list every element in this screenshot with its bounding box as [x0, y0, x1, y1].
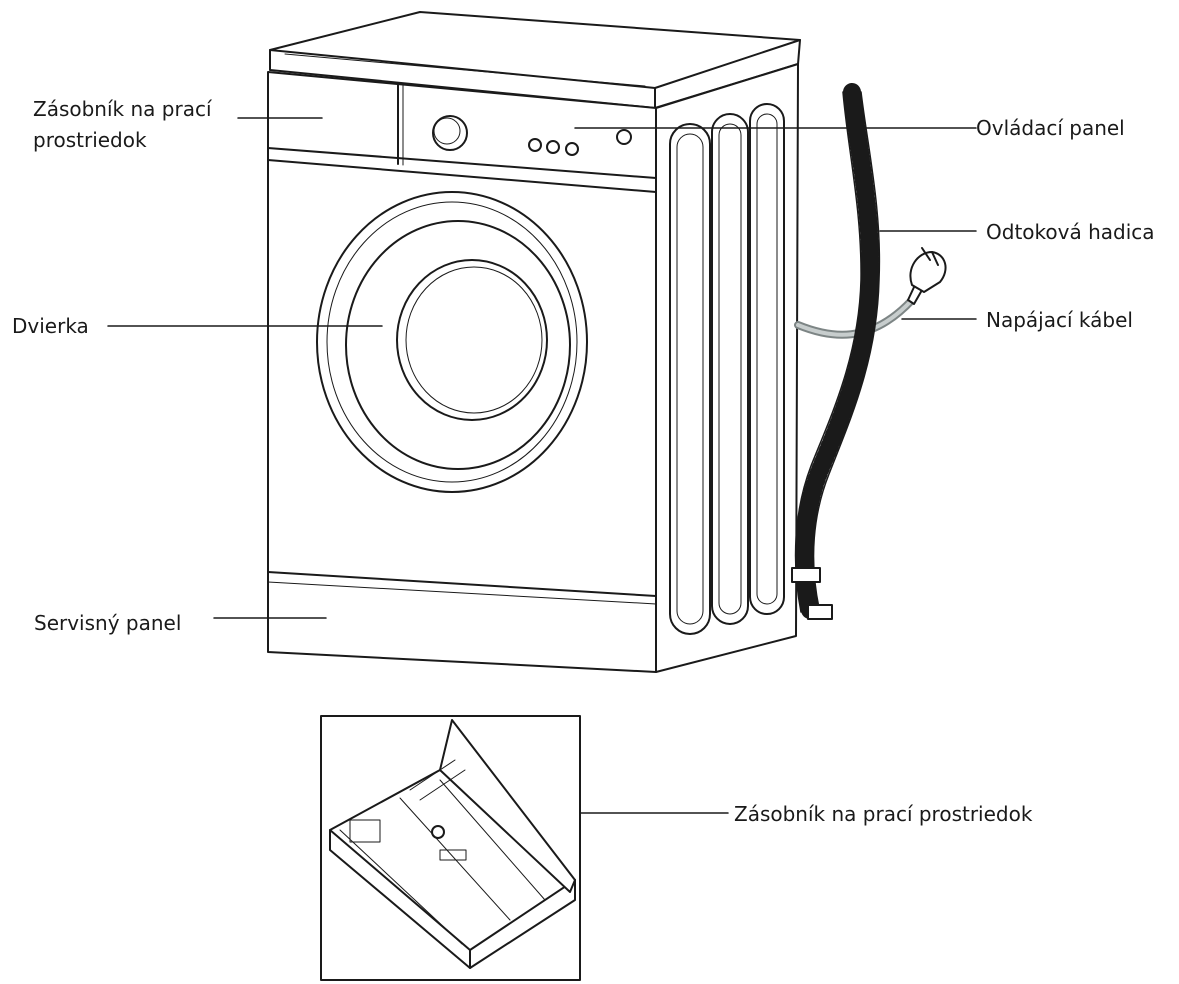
power-cable	[794, 247, 947, 339]
drain-hose	[791, 83, 881, 620]
label-drain-hose: Odtoková hadica	[986, 220, 1155, 244]
label-control-panel: Ovládací panel	[976, 116, 1125, 140]
control-panel	[432, 115, 632, 156]
label-detergent-dispenser-top: Zásobník na prací prostriedok	[33, 97, 212, 152]
label-door: Dvierka	[12, 314, 89, 338]
machine-top-lid	[269, 11, 801, 109]
door	[316, 191, 588, 493]
machine-side-panel	[655, 63, 799, 673]
label-power-cable: Napájací kábel	[986, 308, 1133, 332]
machine-front-body	[267, 71, 657, 673]
label-service-panel: Servisný panel	[34, 611, 182, 635]
label-detergent-dispenser-bottom: Zásobník na prací prostriedok	[734, 802, 1033, 826]
dispenser-inset	[320, 715, 581, 981]
